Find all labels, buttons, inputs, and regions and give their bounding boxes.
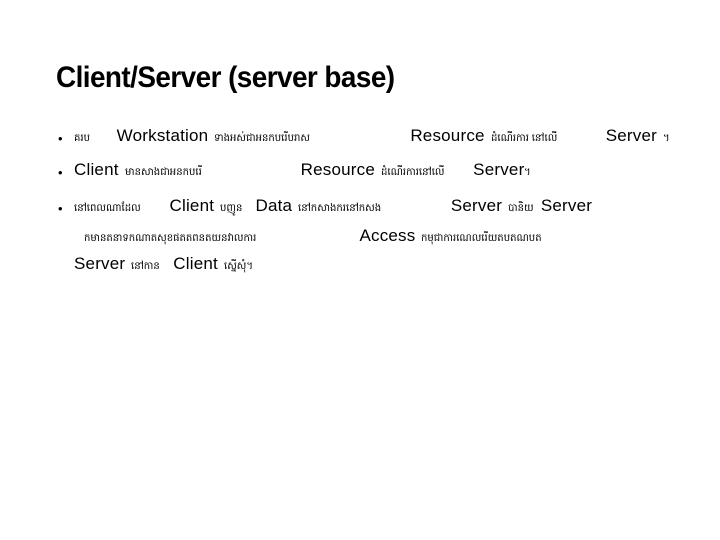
latin-term: Server (473, 160, 525, 179)
latin-term: Resource (410, 126, 485, 145)
latin-term: Client (169, 196, 215, 215)
khmer-text: នៅកាន (131, 260, 161, 272)
khmer-text: ។ (663, 132, 670, 144)
bullet-line: • គរប Workstation ទាងអស់ជាអនកបរើបរាស Resourc… (56, 126, 704, 152)
latin-term: Server (450, 196, 503, 215)
khmer-text: នៅកសាងករនៅកសង (298, 202, 382, 214)
page-title: Client/Server (server base) (56, 61, 395, 94)
khmer-text: ដំណើរការ នៅលើ (490, 132, 557, 144)
khmer-text: គរប (74, 132, 91, 144)
khmer-text: នៅពេលណាដែល (74, 202, 141, 214)
latin-term: Server (74, 254, 126, 273)
khmer-text: កមុជាការណេលរើយតបតណបត (421, 232, 543, 244)
bullet-line: Server នៅកាន Client ស្នើសុំ។ (56, 254, 704, 280)
latin-term: Server (540, 196, 593, 215)
khmer-text: កមានតនាទកណាតសុខផតតពនតយនវាលការ (84, 232, 257, 244)
bullet-line: កមានតនាទកណាតសុខផតតពនតយនវាលការ Access កមុជា… (56, 226, 704, 252)
bullet-line: • Client មានសាងជាអនកបរើ Resource ដំណើរការនៅល… (56, 160, 704, 186)
latin-term: Server (605, 126, 658, 145)
bullet-marker-icon: • (58, 131, 63, 146)
latin-term: Resource (300, 160, 376, 179)
khmer-text: បានិយ (508, 202, 534, 214)
khmer-text: ។ (524, 166, 532, 178)
latin-term: Access (359, 226, 416, 245)
khmer-text: ស្នើសុំ។ (223, 260, 253, 272)
bullet-marker-icon: • (58, 201, 63, 216)
latin-term: Data (255, 196, 293, 215)
slide-body: • គរប Workstation ទាងអស់ជាអនកបរើបរាស Resourc… (56, 126, 704, 280)
bullet-line: • នៅពេលណាដែល Client បញូន Data នៅកសាងករនៅកសង Se… (56, 196, 704, 222)
khmer-text: មានសាងជាអនកបរើ (124, 166, 202, 178)
latin-term: Client (74, 160, 119, 179)
khmer-text: បញូន (220, 202, 243, 214)
bullet-marker-icon: • (58, 165, 63, 180)
khmer-text: ដំណើរការនៅលើ (381, 166, 445, 178)
khmer-text: ទាងអស់ជាអនកបរើបរាស (214, 132, 311, 144)
latin-term: Workstation (116, 126, 209, 145)
latin-term: Client (173, 254, 218, 273)
